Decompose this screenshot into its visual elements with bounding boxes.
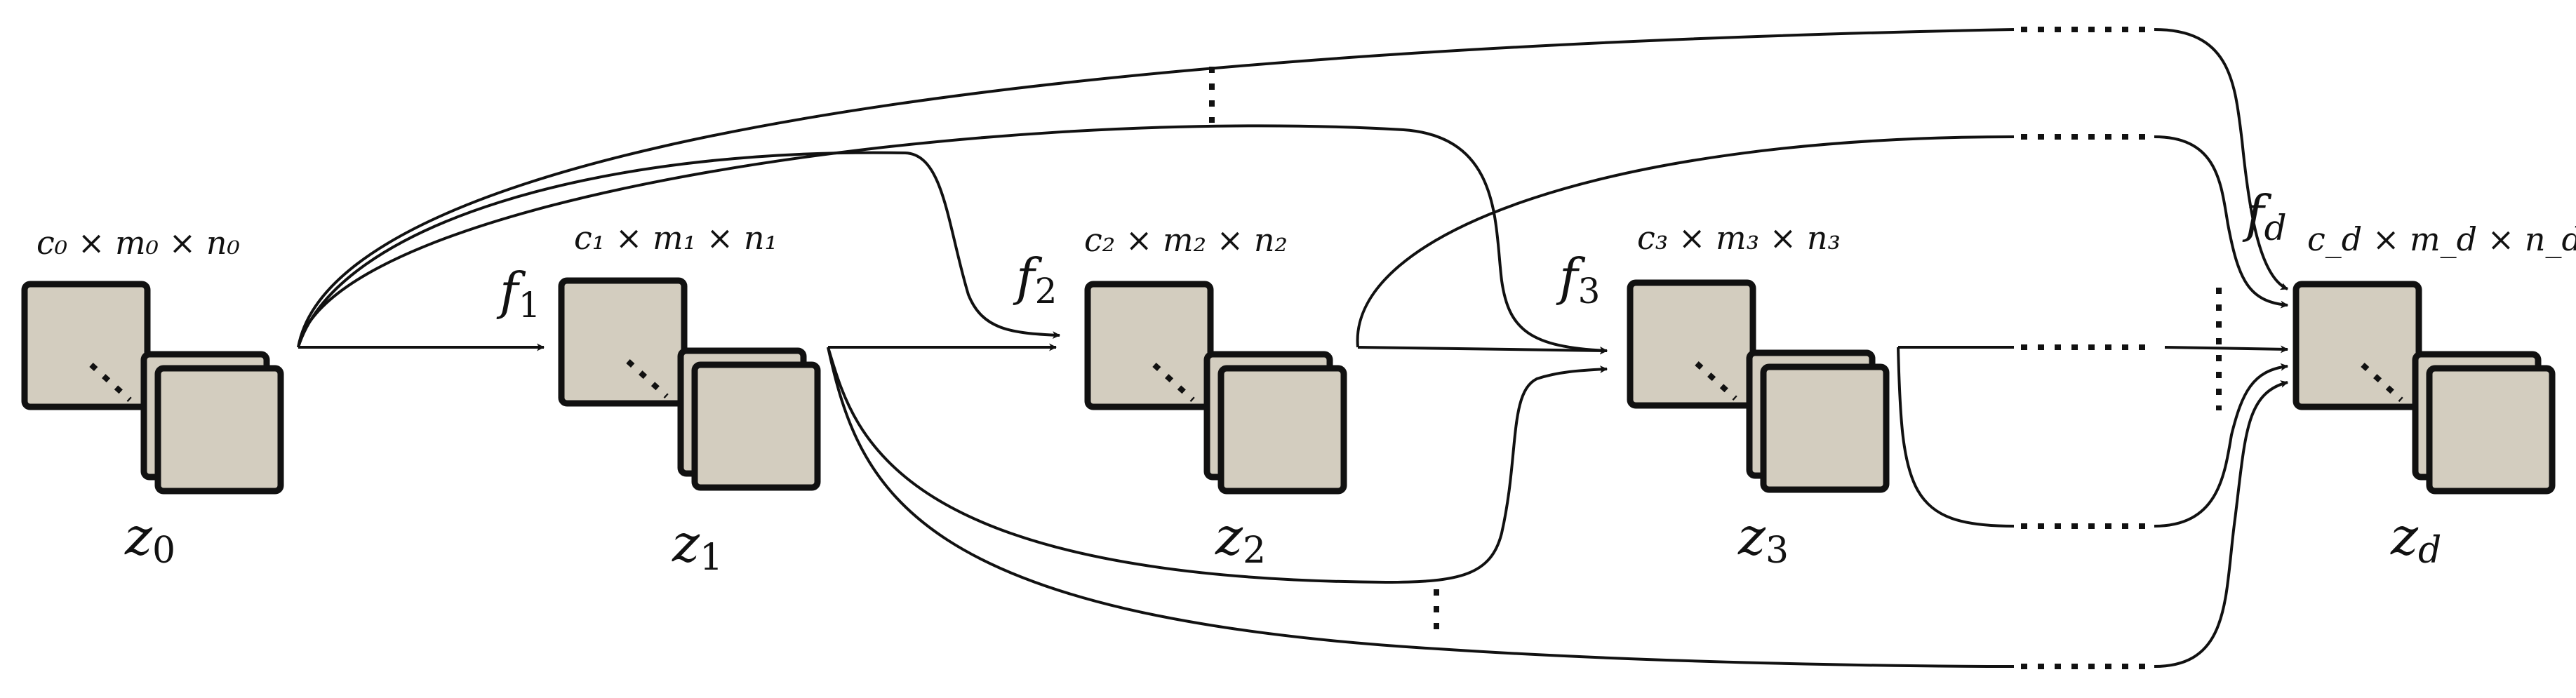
node-symbol-z0: z0	[124, 506, 175, 572]
tensor-stack-z2	[1084, 281, 1347, 495]
feature-map-z3-1	[1627, 279, 1756, 409]
feature-map-zd-3	[2426, 365, 2556, 495]
feature-map-z3-3	[1760, 363, 1890, 493]
node-symbol-zd: zd	[2390, 506, 2441, 572]
edge-z0-to-zd-tail	[2154, 28, 2289, 290]
edge-z2-to-z3	[1357, 346, 1608, 355]
function-label-f1: f1	[496, 262, 540, 325]
shape-label-z1: c₁ × m₁ × n₁	[574, 219, 778, 257]
tensor-stack-z1	[558, 277, 821, 491]
connections	[297, 27, 2289, 669]
node-symbol-z3: z3	[1737, 506, 1789, 572]
tensor-stack-z3	[1627, 279, 1890, 493]
feature-map-z1-3	[691, 361, 821, 491]
edge-z3-to-zd-lower-tail	[2154, 363, 2289, 528]
edge-z0-to-zd	[297, 28, 2015, 348]
feature-map-zd-1	[2293, 281, 2422, 410]
function-label-fd: fd	[2242, 184, 2287, 248]
labels: c₀ × m₀ × n₀ c₁ × m₁ × n₁ c₂ × m₂ × n₂ c…	[36, 184, 2576, 579]
tensor-stacks	[21, 277, 2556, 495]
edge-z0-to-z2	[297, 151, 1061, 348]
function-label-f3: f3	[1556, 248, 1600, 311]
edge-z2-to-zd-upper	[1356, 135, 2015, 348]
edge-z1-to-z3-lower	[827, 347, 1608, 584]
tensor-stack-z0	[21, 281, 284, 495]
feature-map-z2-1	[1084, 281, 1214, 410]
node-symbol-z1: z1	[672, 514, 723, 579]
shape-label-zd: c_d × m_d × n_d	[2307, 220, 2576, 258]
edge-z0-to-z3	[297, 124, 1608, 355]
shape-label-z3: c₃ × m₃ × n₃	[1637, 219, 1841, 257]
tensor-stack-zd	[2293, 281, 2556, 495]
shape-label-z0: c₀ × m₀ × n₀	[36, 224, 240, 262]
node-symbol-z2: z2	[1215, 506, 1266, 572]
function-label-f2: f2	[1013, 248, 1057, 311]
edge-z3-to-zd-mid-tail	[2164, 345, 2289, 354]
edge-z3-to-zd-lower	[1897, 347, 2015, 528]
feature-map-z2-3	[1217, 365, 1347, 495]
shape-label-z2: c₂ × m₂ × n₂	[1084, 221, 1288, 259]
edge-z2-to-zd-upper-tail	[2154, 135, 2289, 309]
feature-map-z1-1	[558, 277, 688, 407]
edge-z1-to-zd-bottom-tail	[2154, 380, 2289, 668]
feature-map-z0-3	[154, 365, 284, 495]
edge-z1-to-zd-bottom	[827, 347, 2015, 668]
feature-map-z0-1	[21, 281, 151, 410]
